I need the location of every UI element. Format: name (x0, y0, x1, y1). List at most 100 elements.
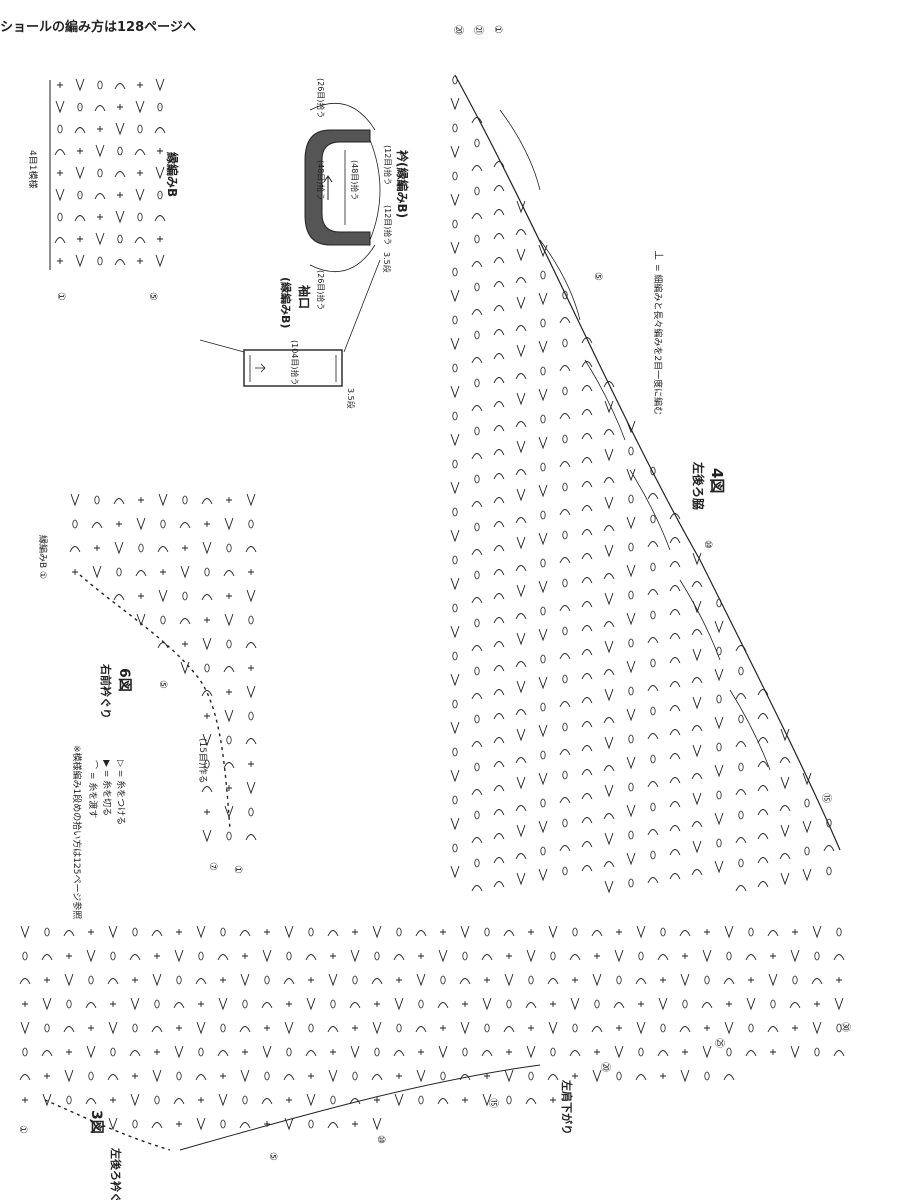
edge-b-stitch (57, 212, 63, 222)
fig3-stitch (482, 997, 492, 1011)
fig4-note-symbol: ⊥ (652, 250, 666, 260)
fig3-stitch (372, 1117, 382, 1131)
fig3-stitch (264, 1025, 270, 1031)
edge-b-stitch (77, 102, 83, 112)
collar-label-rows: 3.5段 (382, 252, 392, 273)
fig4-stitch (757, 881, 769, 888)
fig4-stitch (626, 708, 636, 722)
fig3-stitch (418, 999, 424, 1009)
fig4-stitch (738, 762, 744, 772)
fig6-stitch (202, 733, 212, 747)
fig3-stitch (327, 1026, 339, 1033)
fig3-stitch (151, 1122, 163, 1129)
collar-label-12-a: (12目)拾う (383, 145, 393, 185)
fig4-stitch (581, 553, 593, 560)
fig3-stitch (438, 949, 448, 963)
edge-b-stitch (55, 188, 65, 202)
fig4-stitch (540, 654, 546, 664)
fig3-stitch (767, 930, 779, 937)
fig4-stitch (669, 705, 681, 712)
fig4-stitch (516, 584, 526, 598)
fig3-stitch (371, 1074, 383, 1081)
fig4-stitch (474, 618, 480, 628)
fig4-stitch (603, 573, 615, 580)
fig4-stitch (581, 601, 593, 608)
edge-b-stitch (74, 215, 86, 222)
fig3-stitch (195, 978, 207, 985)
fig4-stitch (716, 790, 722, 800)
fig3-stitch (132, 1119, 138, 1129)
fig4-stitch (493, 761, 505, 768)
edge-b-stitch (54, 237, 66, 244)
fig4-stitch (692, 840, 702, 854)
fig3-stitch (108, 1117, 118, 1131)
fig4-stitch (691, 629, 703, 636)
fig3-stitch (44, 927, 50, 937)
fig3-stitch (22, 1001, 28, 1007)
fig3-stitch (504, 1069, 514, 1083)
fig4-stitch (802, 820, 812, 834)
edge-b-stitch (97, 126, 103, 132)
fig4-stitch (738, 858, 744, 868)
fig3-subtitle: 左後ろ衿ぐり (109, 1147, 123, 1200)
fig4-stitch (669, 537, 681, 544)
fig3-stitch (305, 1050, 317, 1057)
fig3-stitch (42, 1093, 52, 1107)
fig3-stitch (547, 978, 559, 985)
fig4-stitch (823, 845, 835, 852)
fig6-stitch (226, 543, 232, 553)
edge-b-stitch (154, 127, 166, 134)
fig3-stitch (572, 927, 578, 937)
fig3-stitch (503, 1026, 515, 1033)
fig4-stitch (562, 290, 568, 300)
fig4-stitch (474, 378, 480, 388)
fig4-stitch (493, 329, 505, 336)
fig3-stitch (64, 1069, 74, 1083)
fig4-stitch (804, 846, 810, 856)
edge-b-stitch (57, 258, 63, 264)
fig6-stitch (70, 493, 80, 507)
fig4-stitch (452, 603, 458, 613)
fig4-stitch (650, 610, 656, 620)
fig3-stitch (723, 1074, 735, 1081)
fig4-stitch (471, 405, 483, 412)
fig6-stitch (180, 661, 190, 675)
fig4-stitch (516, 824, 526, 838)
edge-b-stitch (75, 254, 85, 268)
fig4-stitch (691, 581, 703, 588)
fig4-stitch (515, 613, 527, 620)
fig3-stitch (308, 1119, 314, 1129)
fig4-stitch (780, 728, 790, 742)
fig3-stitch (371, 978, 383, 985)
fig4-stitch (493, 281, 505, 288)
fig4-stitch (757, 857, 769, 864)
fig3-stitch (504, 973, 514, 987)
fig3-stitch (198, 1047, 204, 1057)
edge-b-stitch (94, 105, 106, 112)
fig3-stitch (726, 1001, 732, 1007)
fig4-stitch (604, 688, 614, 702)
fig4-stitch (540, 414, 546, 424)
fig4-stitch (650, 562, 656, 572)
fig3-stitch (154, 999, 160, 1009)
fig3-stitch (594, 953, 600, 959)
page-header: ショールの編み方は128ページへ (0, 20, 196, 35)
fig4-stitch (450, 433, 460, 447)
fig4-stitch (450, 529, 460, 543)
fig4-stitch (581, 625, 593, 632)
fig3-stitch (286, 1097, 292, 1103)
fig3-neck-edge (44, 1099, 171, 1151)
edge-b-stitch (74, 127, 86, 134)
legend-note: ※模様編み1段めの拾い方は125ページ参照 (71, 745, 83, 919)
fig3-stitch (614, 949, 624, 963)
fig4-stitch (714, 812, 724, 826)
fig4-stitch (780, 776, 790, 790)
fig4-stitch (452, 699, 458, 709)
fig3-stitch (440, 975, 446, 985)
fig4-stitch (716, 742, 722, 752)
fig4-stitch (540, 846, 546, 856)
fig4-stitch (692, 696, 702, 710)
fig3-stitch (525, 1098, 537, 1105)
fig6-stitch (204, 617, 210, 623)
fig4-stitch (516, 776, 526, 790)
